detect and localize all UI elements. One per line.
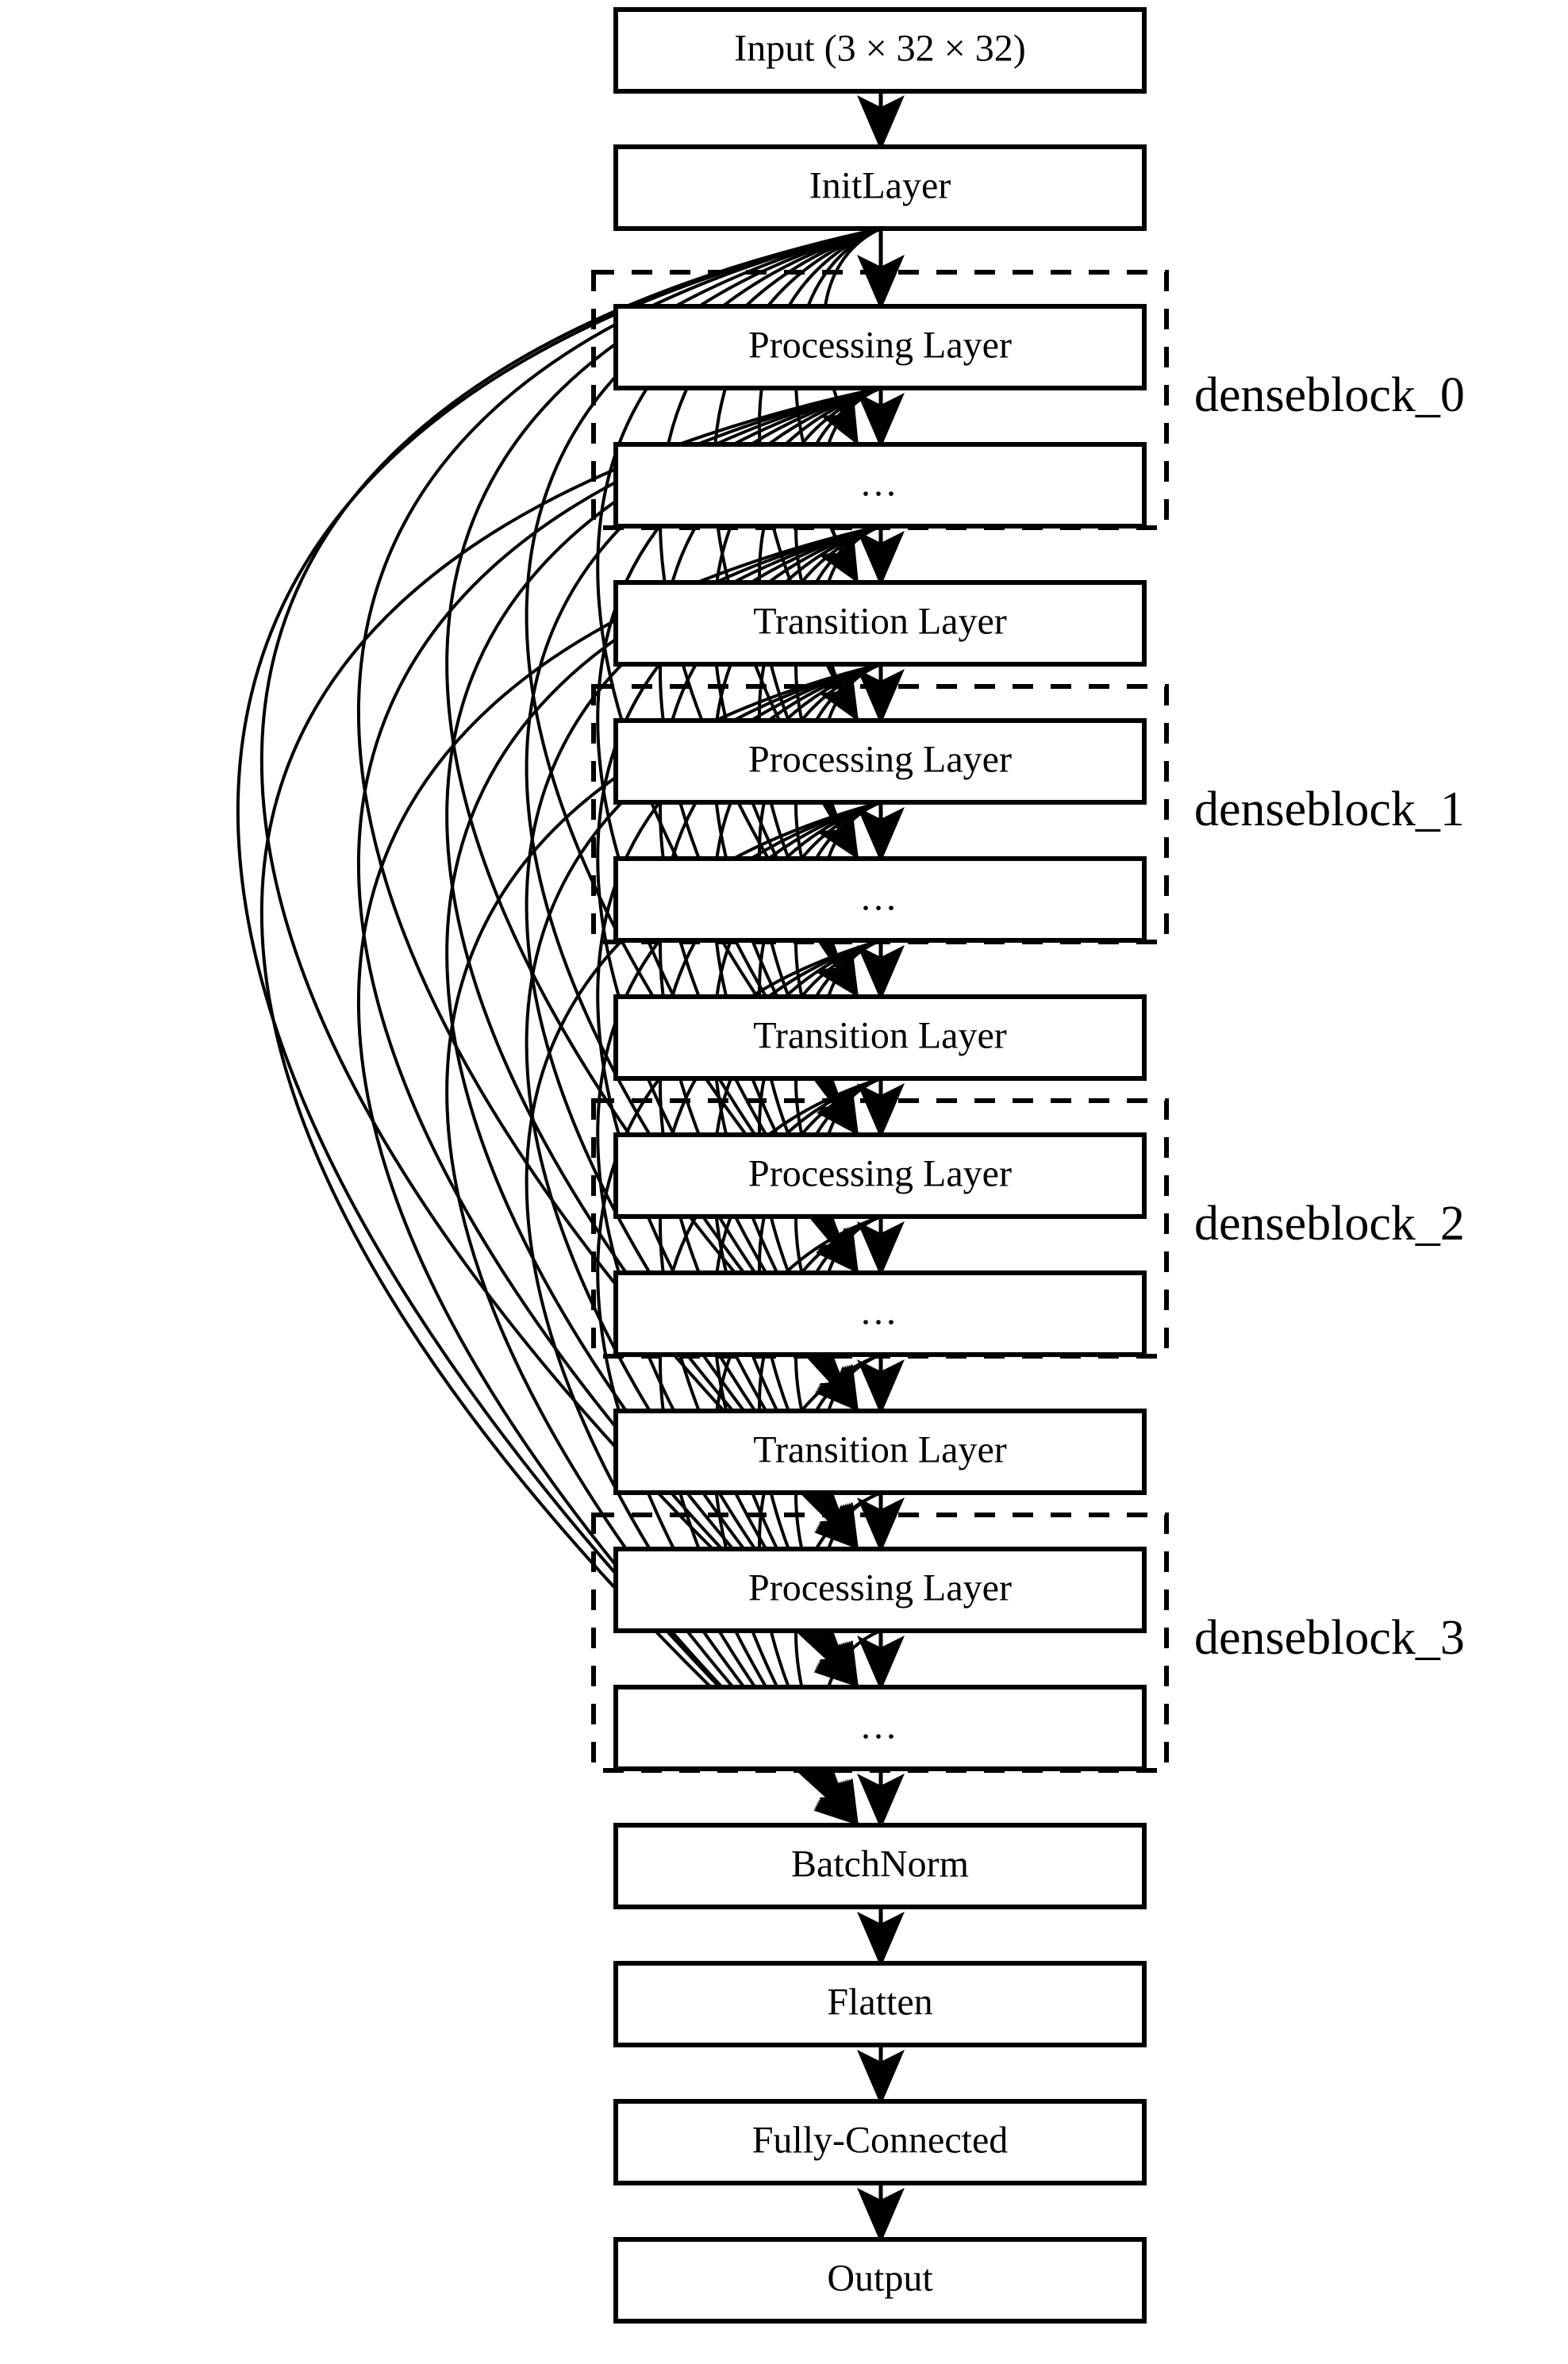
- box-outline-initlayer: [613, 144, 1147, 231]
- denseblock-label-3: denseblock_3: [1194, 1611, 1465, 1665]
- box-label-ell1: ...: [861, 877, 899, 919]
- box-label-trans1: Transition Layer: [753, 1015, 1007, 1057]
- box-label-output: Output: [827, 2258, 933, 2300]
- denseblock-label-2: denseblock_2: [1194, 1197, 1465, 1251]
- layer-box-trans0[interactable]: Transition Layer: [613, 580, 1147, 667]
- box-outline-fullyconnected: [613, 2099, 1147, 2185]
- box-label-initlayer: InitLayer: [809, 165, 951, 207]
- layer-box-proc0[interactable]: Processing Layer: [613, 304, 1147, 390]
- layer-box-ell1[interactable]: ...: [613, 856, 1147, 943]
- box-outline-ell2: [613, 1270, 1147, 1357]
- layer-box-proc1[interactable]: Processing Layer: [613, 718, 1147, 805]
- layer-box-batchnorm[interactable]: BatchNorm: [613, 1823, 1147, 1909]
- box-label-input: Input (3 × 32 × 32): [734, 28, 1025, 70]
- layer-box-trans1[interactable]: Transition Layer: [613, 994, 1147, 1081]
- layer-box-proc2[interactable]: Processing Layer: [613, 1132, 1147, 1219]
- box-label-ell3: ...: [861, 1705, 899, 1747]
- layer-box-ell2[interactable]: ...: [613, 1270, 1147, 1357]
- box-outline-proc1: [613, 718, 1147, 805]
- denseblock-groups: denseblock_0 denseblock_1 denseblock_2dens…: [591, 270, 1465, 1773]
- layer-box-ell3[interactable]: ...: [613, 1685, 1147, 1771]
- box-label-ell2: ...: [861, 1291, 899, 1333]
- box-outline-trans2: [613, 1409, 1147, 1495]
- skip-connection-proc0-to-batchnorm: [260, 386, 882, 1826]
- box-outline-output: [613, 2237, 1147, 2324]
- layer-box-output[interactable]: Output: [613, 2237, 1147, 2324]
- layer-box-input[interactable]: Input (3 × 32 × 32): [613, 7, 1147, 94]
- layer-box-ell0[interactable]: ...: [613, 442, 1147, 529]
- skip-connection-initlayer-to-batchnorm: [236, 227, 882, 1826]
- box-outline-proc0: [613, 304, 1147, 390]
- denseblock-label-1: denseblock_1: [1194, 782, 1465, 836]
- denseblock-label-0: denseblock_0: [1194, 368, 1465, 422]
- box-outline-ell3: [613, 1685, 1147, 1771]
- box-label-proc0: Processing Layer: [748, 325, 1012, 367]
- box-outline-ell0: [613, 442, 1147, 529]
- box-label-trans2: Transition Layer: [753, 1429, 1007, 1471]
- box-label-fullyconnected: Fully-Connected: [752, 2120, 1009, 2162]
- box-label-trans0: Transition Layer: [753, 601, 1007, 643]
- layer-box-flatten[interactable]: Flatten: [613, 1961, 1147, 2047]
- layer-box-trans2[interactable]: Transition Layer: [613, 1409, 1147, 1495]
- box-label-ell0: ...: [861, 463, 899, 505]
- box-outline-trans0: [613, 580, 1147, 667]
- layer-box-fullyconnected[interactable]: Fully-Connected: [613, 2099, 1147, 2185]
- box-outline-batchnorm: [613, 1823, 1147, 1909]
- box-outline-ell1: [613, 856, 1147, 943]
- box-label-proc2: Processing Layer: [748, 1153, 1012, 1195]
- box-outline-proc3: [613, 1547, 1147, 1633]
- box-label-flatten: Flatten: [827, 1982, 932, 2024]
- box-outline-trans1: [613, 994, 1147, 1081]
- box-outline-input: [613, 7, 1147, 94]
- box-label-proc3: Processing Layer: [748, 1567, 1012, 1609]
- box-label-batchnorm: BatchNorm: [791, 1843, 969, 1885]
- box-outline-flatten: [613, 1961, 1147, 2047]
- skip-connection-initlayer-to-ell3: [260, 227, 882, 1688]
- layer-box-proc3[interactable]: Processing Layer: [613, 1547, 1147, 1633]
- layer-box-initlayer[interactable]: InitLayer: [613, 144, 1147, 231]
- box-label-proc1: Processing Layer: [748, 739, 1012, 781]
- box-outline-proc2: [613, 1132, 1147, 1219]
